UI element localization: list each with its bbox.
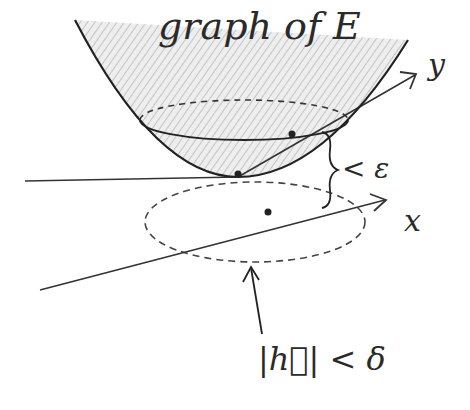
axis-line [25, 177, 238, 181]
level-curve-front [140, 120, 348, 140]
axis-label: x [404, 204, 421, 237]
delta-disk [145, 182, 365, 262]
graph-title: graph of E [158, 6, 361, 48]
point-dot [235, 171, 242, 178]
level-curve-back [140, 100, 348, 120]
point-dot [265, 209, 272, 216]
epsilon-bound: < ε [342, 154, 389, 185]
pointer-arrow [251, 268, 262, 334]
x-axis [40, 200, 385, 290]
point-dot [289, 131, 296, 138]
axis-label: y [428, 48, 445, 81]
delta-bound: |h⃗| < δ [258, 342, 386, 377]
x-arrowhead [370, 194, 386, 211]
pointer-arrowhead [243, 267, 259, 282]
y-arrowhead [400, 72, 416, 89]
epsilon-brace [322, 132, 338, 208]
